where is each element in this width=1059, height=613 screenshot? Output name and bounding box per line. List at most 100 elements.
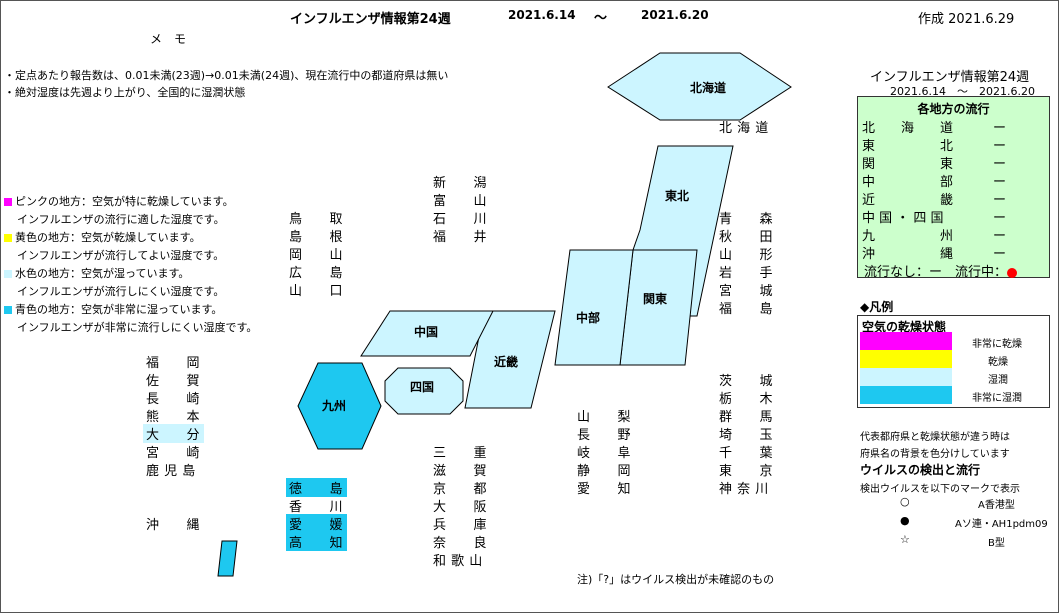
region-kinki-label: 近畿 <box>494 354 518 369</box>
pref-tokushima: 徳 島 <box>286 478 347 497</box>
region-kyushu-label: 九州 <box>321 398 346 413</box>
blue-swatch-icon <box>4 306 12 314</box>
key-note-2: 府県名の背景を色分けしています <box>860 449 1010 460</box>
status-row-hokkaido: 北 海 道 <box>862 121 954 136</box>
status-row-kinki: 近 畿 <box>862 193 954 208</box>
pref-hyogo: 兵 庫 <box>433 518 488 533</box>
pref-osaka: 大 阪 <box>433 500 488 515</box>
pref-aomori: 青 森 <box>719 212 774 227</box>
key-humidity-header: 空気の乾燥状態 <box>862 320 947 334</box>
key-swatch-dry <box>860 350 952 368</box>
pref-shiga: 滋 賀 <box>433 464 488 479</box>
pref-hokkaido: 北 海 道 <box>719 121 769 136</box>
key-swatch-very-dry <box>860 332 952 350</box>
pref-yamaguchi: 山 口 <box>289 284 344 299</box>
virus-a-hongkong-icon: ○ <box>900 495 910 508</box>
key-virus-header: ウイルスの検出と流行 <box>860 463 981 477</box>
key-panel: 空気の乾燥状態 非常に乾燥 乾燥 湿潤 非常に湿潤 <box>857 315 1050 408</box>
water-swatch-icon <box>4 270 12 278</box>
key-label-very-humid: 非常に湿潤 <box>972 393 1022 404</box>
key-label-humid: 湿潤 <box>988 375 1008 386</box>
status-value-chubu: ー <box>993 175 1007 190</box>
pref-chiba: 千 葉 <box>719 446 774 461</box>
virus-a-ussr-icon: ● <box>900 514 910 527</box>
pref-gifu: 岐 阜 <box>577 446 632 461</box>
key-virus-desc: 検出ウイルスを以下のマークで表示 <box>860 484 1020 495</box>
pref-yamagata: 山 形 <box>719 248 774 263</box>
pref-fukuoka: 福 岡 <box>146 356 201 371</box>
region-kanto-label: 関東 <box>643 291 667 306</box>
legend-blue-desc: インフルエンザが非常に流行しにくい湿度です。 <box>17 321 258 334</box>
legend-pink-title: ピンクの地方：空気が特に乾燥しています。 <box>15 195 234 208</box>
memo-line-1: ・定点あたり報告数は、0.01未満(23週)→0.01未満(24週)、現在流行中… <box>4 69 449 82</box>
pref-ehime: 愛 媛 <box>286 514 347 533</box>
status-header: 各地方の流行 <box>917 102 990 116</box>
virus-b-icon: ☆ <box>900 533 910 546</box>
region-hokkaido-label: 北海道 <box>690 80 726 95</box>
pref-fukui: 福 井 <box>433 230 488 245</box>
legend-yellow-desc: インフルエンザが流行してよい湿度です。 <box>17 249 225 262</box>
pref-mie: 三 重 <box>433 446 488 461</box>
pink-swatch-icon <box>4 198 12 206</box>
pref-nagasaki: 長 崎 <box>146 392 201 407</box>
key-title: ◆凡例 <box>860 300 894 314</box>
status-row-chugoku-shikoku: 中 国 ・ 四 国 <box>862 211 944 226</box>
status-row-okinawa: 沖 縄 <box>862 247 954 262</box>
region-kyushu[interactable]: 九州 <box>297 362 382 450</box>
pref-okinawa: 沖 縄 <box>146 518 201 533</box>
pref-kumamoto: 熊 本 <box>146 410 201 425</box>
report-title: インフルエンザ情報第24週 <box>290 12 451 27</box>
legend-pink-desc: インフルエンザの流行に適した湿度です。 <box>17 213 225 226</box>
virus-a-ussr-label: Aソ連・AH1pdm09 <box>955 519 1048 530</box>
pref-tochigi: 栃 木 <box>719 392 774 407</box>
legend-pink: ピンクの地方：空気が特に乾燥しています。 <box>4 193 234 209</box>
region-okinawa[interactable] <box>217 540 238 577</box>
pref-ibaraki: 茨 城 <box>719 374 774 389</box>
pref-nara: 奈 良 <box>433 536 488 551</box>
region-kinki[interactable]: 近畿 <box>464 310 556 409</box>
status-row-kanto: 関 東 <box>862 157 954 172</box>
status-value-okinawa: ー <box>993 247 1007 262</box>
legend-water: 水色の地方：空気が湿っています。 <box>4 265 189 281</box>
status-row-chubu: 中 部 <box>862 175 954 190</box>
pref-fukushima: 福 島 <box>719 302 774 317</box>
pref-kagoshima: 鹿 児 島 <box>146 464 196 479</box>
status-value-chugoku-shikoku: ー <box>993 211 1007 226</box>
key-note-1: 代表都府県と乾燥状態が違う時は <box>860 432 1010 443</box>
status-value-hokkaido: ー <box>993 121 1007 136</box>
epidemic-dot-icon <box>1007 267 1018 278</box>
key-swatch-humid <box>860 368 952 386</box>
pref-tottori: 鳥 取 <box>289 212 344 227</box>
status-value-kinki: ー <box>993 193 1007 208</box>
status-footer: 流行なし：ー 流行中： <box>864 261 1018 280</box>
status-value-tohoku: ー <box>993 139 1007 154</box>
pref-ishikawa: 石 川 <box>433 212 488 227</box>
region-chubu[interactable]: 中部 <box>554 249 634 366</box>
legend-blue: 青色の地方：空気が非常に湿っています。 <box>4 301 222 317</box>
key-swatch-very-humid <box>860 386 952 404</box>
pref-iwate: 岩 手 <box>719 266 774 281</box>
pref-toyama: 富 山 <box>433 194 488 209</box>
pref-okayama: 岡 山 <box>289 248 344 263</box>
date-tilde: ～ <box>594 11 608 26</box>
panel-title: インフルエンザ情報第24週 <box>870 70 1030 85</box>
legend-water-desc: インフルエンザが流行しにくい湿度です。 <box>17 285 225 298</box>
pref-miyagi: 宮 城 <box>719 284 774 299</box>
legend-yellow: 黄色の地方：空気が乾燥しています。 <box>4 229 201 245</box>
pref-shimane: 島 根 <box>289 230 344 245</box>
date-from: 2021.6.14 <box>508 8 576 22</box>
pref-kochi: 高 知 <box>286 532 347 551</box>
pref-gunma: 群 馬 <box>719 410 774 425</box>
pref-akita: 秋 田 <box>719 230 774 245</box>
region-hokkaido[interactable]: 北海道 <box>607 52 792 121</box>
key-label-dry: 乾燥 <box>988 357 1008 368</box>
region-shikoku[interactable]: 四国 <box>384 367 464 415</box>
region-chugoku[interactable]: 中国 <box>360 310 494 357</box>
legend-yellow-title: 黄色の地方：空気が乾燥しています。 <box>15 231 201 244</box>
region-chubu-label: 中部 <box>576 310 600 325</box>
yellow-swatch-icon <box>4 234 12 242</box>
virus-a-hongkong-label: A香港型 <box>978 500 1015 511</box>
region-chugoku-label: 中国 <box>414 324 438 339</box>
status-value-kanto: ー <box>993 157 1007 172</box>
